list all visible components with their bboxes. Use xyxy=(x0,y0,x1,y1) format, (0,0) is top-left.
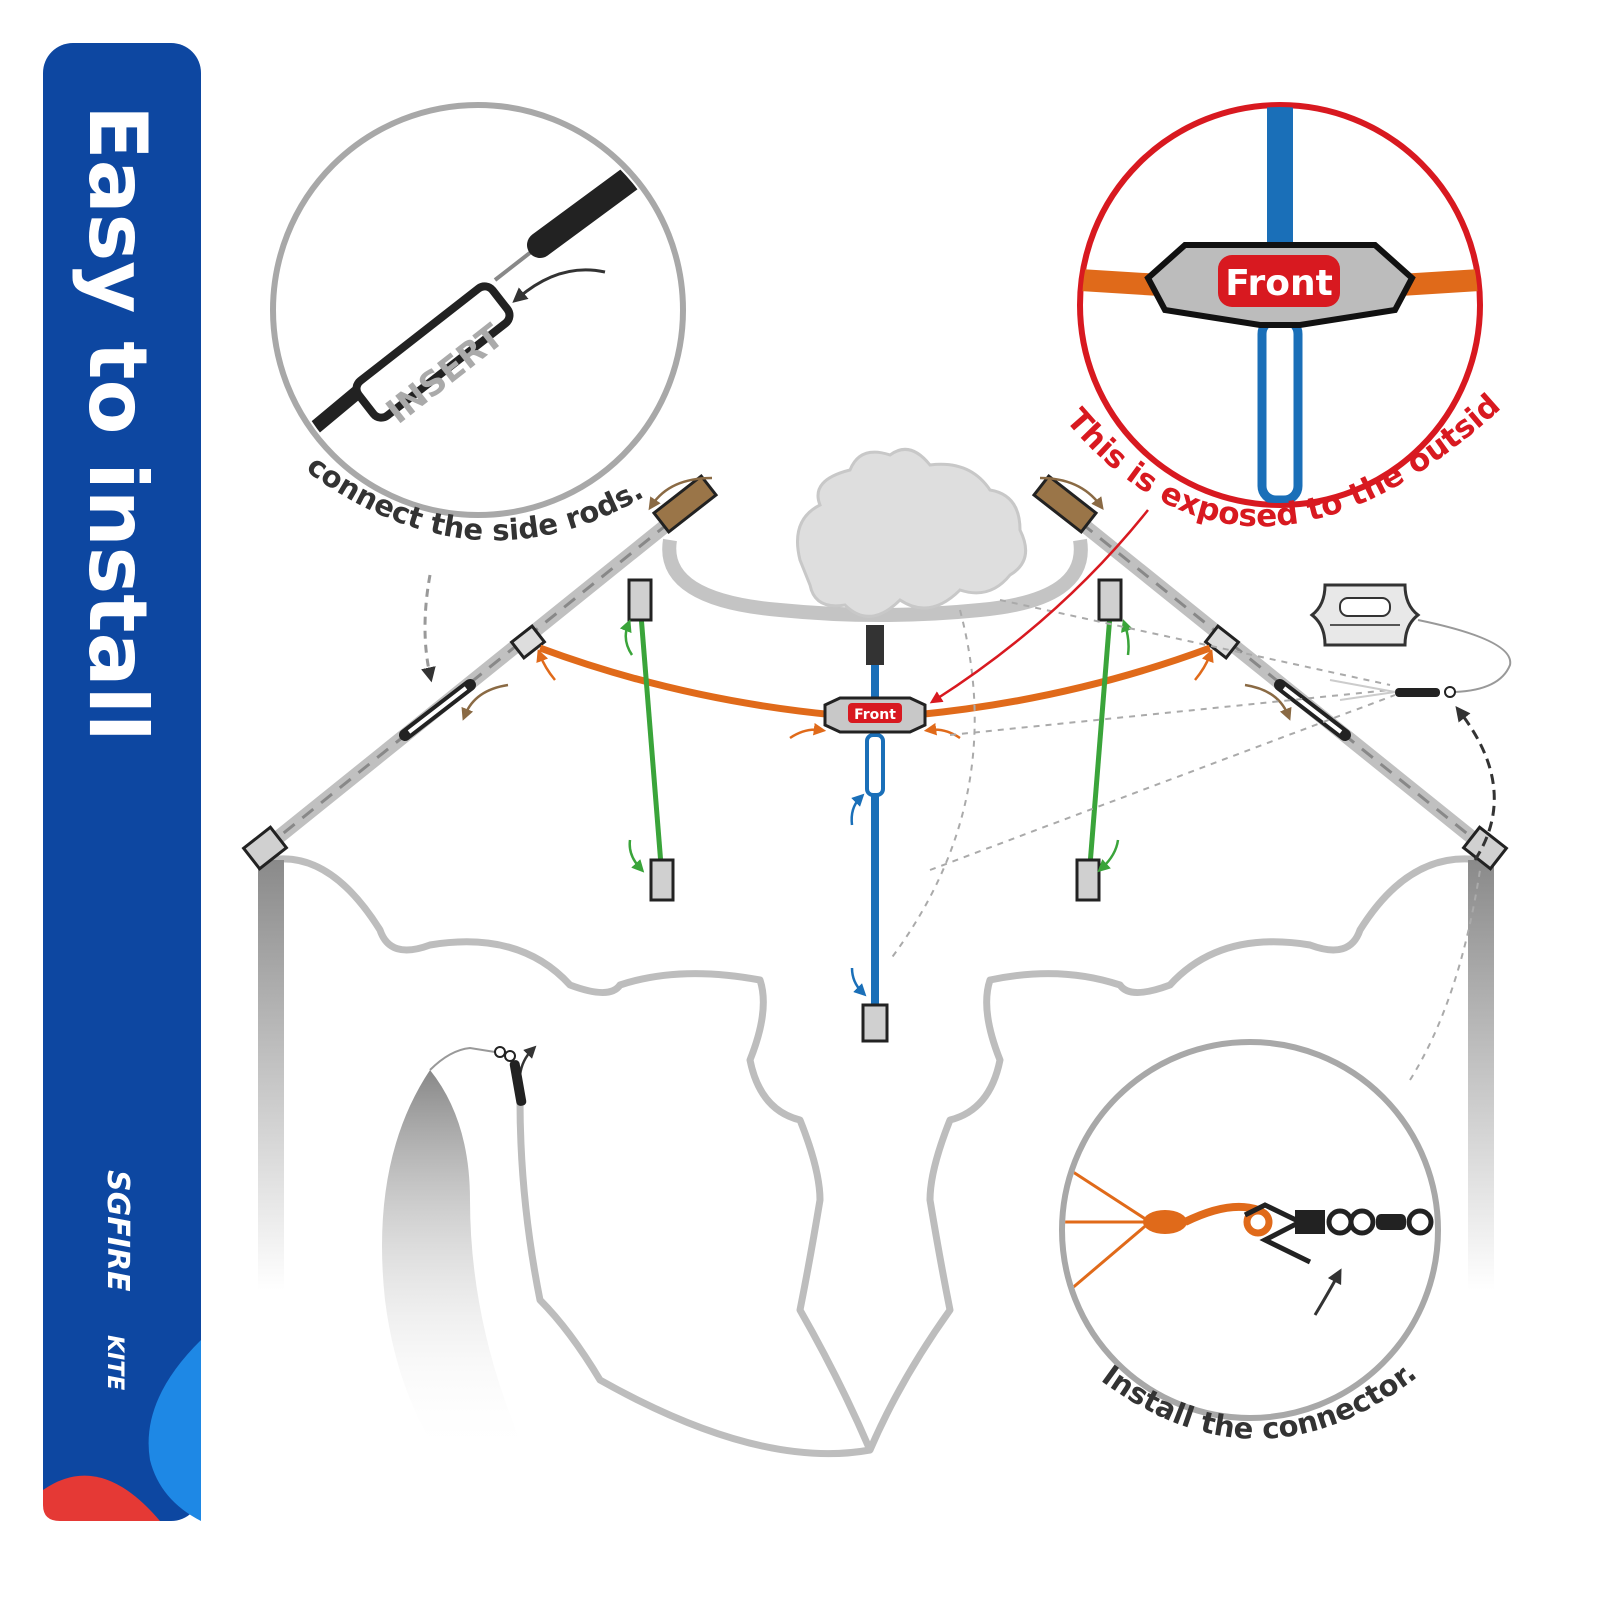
spine-bottom-cap xyxy=(861,1003,889,1043)
insert-ferrule xyxy=(352,282,514,422)
right-strut-top-cap xyxy=(1097,578,1123,622)
right-spar-ferrule-highlight xyxy=(1282,686,1343,734)
insert-rod-right xyxy=(527,162,648,258)
front-badge xyxy=(1218,255,1340,307)
guide-lines xyxy=(889,599,1481,1081)
bridle-guide-3 xyxy=(929,694,1396,871)
left-top-fitting-arrow xyxy=(648,476,713,511)
center-front-badge xyxy=(848,703,902,723)
front-spine-ferrule xyxy=(1257,315,1303,503)
connector-arrow xyxy=(1313,1268,1342,1316)
sidebar-wave-red xyxy=(43,1475,160,1521)
left-strut-top-cap xyxy=(627,578,653,622)
right-strut-top-arrow xyxy=(1121,619,1133,656)
connector-ring-3 xyxy=(1406,1208,1434,1236)
kite-right-wing-outline xyxy=(866,855,1481,1452)
green-struts xyxy=(627,578,1123,902)
left-strut-top-arrow xyxy=(619,619,634,656)
connector-callout: Install the connector. xyxy=(1059,1039,1441,1446)
connector-line-3 xyxy=(1069,1220,1151,1292)
right-top-fitting xyxy=(1031,473,1099,535)
right-ferrule-arrow xyxy=(1244,683,1292,721)
front-callout: Front This is exposed to the outside! xyxy=(0,0,1507,535)
left-strut-bottom-arrow xyxy=(628,839,645,873)
front-spreader-left xyxy=(1082,269,1161,296)
right-top-fitting-arrow xyxy=(1039,476,1104,511)
bridle-guide-2 xyxy=(949,689,1391,736)
right-spar-dash xyxy=(1064,508,1486,850)
front-label: Front xyxy=(1225,263,1333,304)
center-connector: Front xyxy=(823,696,927,734)
center-left-arrow xyxy=(789,722,827,740)
left-strut xyxy=(638,614,664,866)
connector-ring-2 xyxy=(1348,1208,1376,1236)
tail-line xyxy=(429,1046,496,1071)
bridle-lines xyxy=(1329,679,1396,701)
front-spreader-right xyxy=(1399,269,1478,296)
leading-edge-spars xyxy=(241,473,1509,871)
brand-suffix-text: KITE xyxy=(102,1335,127,1390)
center-right-arrow xyxy=(923,722,961,740)
left-spreader xyxy=(538,644,836,719)
spine-ferrule xyxy=(865,733,885,797)
right-strut xyxy=(1087,614,1113,866)
spine-down-arrow xyxy=(850,967,867,997)
sidebar-wave-blue xyxy=(148,1340,201,1521)
side-rods-pointer-arrow xyxy=(421,574,436,683)
kite-left-wing-outline xyxy=(269,855,874,1458)
sidebar: Easy to install SGFIRE KITE xyxy=(43,43,201,1521)
right-strut-bottom-arrow xyxy=(1097,839,1120,873)
spine-top-cap xyxy=(866,625,884,665)
left-side-pole xyxy=(258,860,284,1290)
sidebar-title: Easy to install xyxy=(71,105,164,741)
spine-up-arrow xyxy=(850,793,865,826)
left-top-fitting xyxy=(651,473,719,535)
tail-connector-arrow xyxy=(518,1045,537,1076)
tail-streamers xyxy=(382,1070,520,1455)
right-tee-arrow xyxy=(1194,649,1214,681)
left-strut-bottom-cap xyxy=(649,858,675,902)
left-wingtip-cap xyxy=(241,825,289,871)
winder-swivel-ring xyxy=(1444,686,1456,698)
left-ferrule-arrow xyxy=(461,683,509,721)
right-side-pole xyxy=(1468,860,1494,1290)
sidebar-background xyxy=(43,43,201,1521)
insert-arrow xyxy=(512,268,606,303)
connector-swivel xyxy=(1376,1214,1406,1230)
front-pointer-arrow xyxy=(929,509,1149,704)
kite-head-mane xyxy=(796,447,1028,618)
left-spar-ferrule-highlight xyxy=(407,686,468,734)
insert-callout: INSERT connect the side rods. xyxy=(270,102,686,548)
flying-line xyxy=(1417,619,1512,693)
left-spar-dash xyxy=(264,508,686,850)
winder-handle-hole xyxy=(1339,597,1391,617)
left-spreader-tee xyxy=(509,624,547,660)
line-winder xyxy=(1309,583,1512,701)
connector-line-1 xyxy=(1069,1168,1151,1224)
connector-barrel xyxy=(1295,1210,1325,1234)
center-spine xyxy=(861,625,889,1043)
center-front-label: Front xyxy=(854,707,896,723)
spreader-bar xyxy=(538,644,1212,719)
brand-logo-text: SGFIRE xyxy=(100,1170,135,1292)
right-strut-bottom-cap xyxy=(1075,858,1101,902)
winder-pointer-arrow xyxy=(1455,706,1496,861)
right-spreader xyxy=(914,644,1212,719)
motion-arrows xyxy=(461,476,1292,1076)
tail-swivel-ring-1 xyxy=(494,1046,506,1058)
winder-snap-clip xyxy=(1395,688,1440,697)
connector-knot xyxy=(1143,1210,1187,1234)
left-tee-arrow xyxy=(536,649,556,681)
kite-tail xyxy=(382,1046,527,1455)
spine-guide-dash xyxy=(889,609,976,961)
tail-snap-clip xyxy=(509,1060,527,1106)
right-spreader-tee xyxy=(1203,624,1241,660)
tail-swivel-ring-2 xyxy=(504,1050,516,1062)
